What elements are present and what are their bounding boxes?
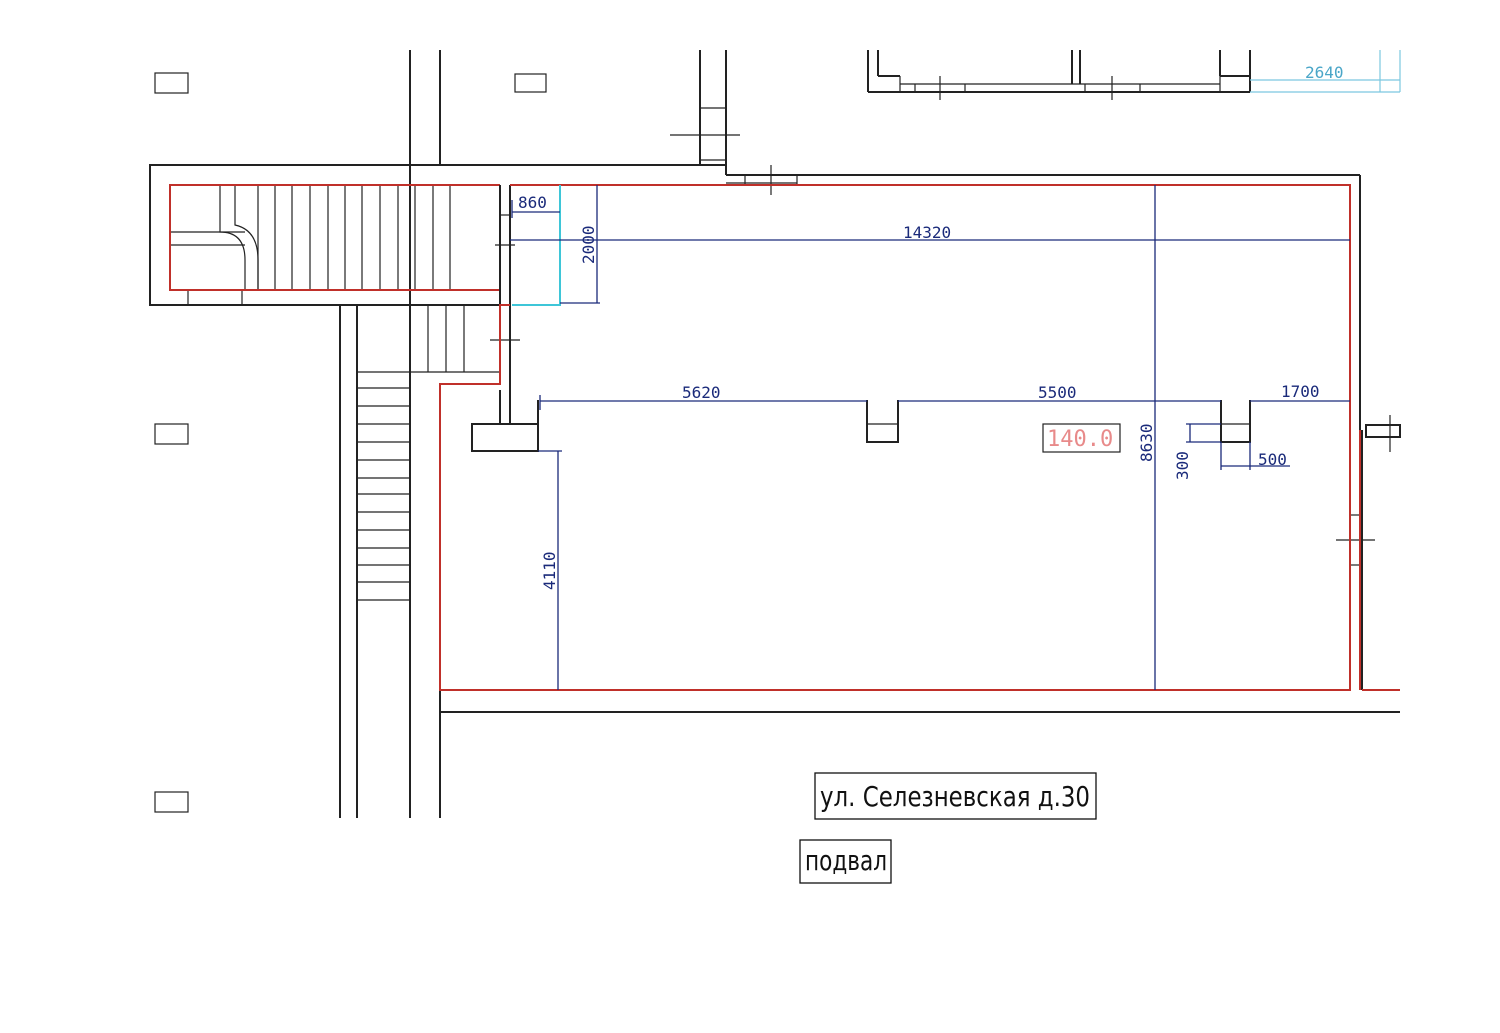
column-markers <box>154 72 547 813</box>
area-label-box <box>1042 423 1121 453</box>
dimension-8630: 8630 <box>1137 423 1156 462</box>
street-label: ул. Селезневская д.30 <box>820 780 1090 813</box>
street-label-box <box>814 772 1097 820</box>
highlight-outline <box>512 185 561 306</box>
dimension-300: 300 <box>1173 451 1192 480</box>
floor-label-box <box>799 839 892 884</box>
room-outline <box>439 184 1351 691</box>
floor-label: подвал <box>805 844 887 877</box>
column-marker <box>154 72 189 94</box>
dimensions: 860 2000 14320 5620 5500 1700 8630 300 5… <box>510 185 1350 690</box>
dimension-14320: 14320 <box>903 223 951 242</box>
stair-block <box>149 164 1361 818</box>
dimension-2640: 2640 <box>1305 63 1344 82</box>
dimension-500: 500 <box>1258 450 1287 469</box>
upper-walls: 2640 <box>409 50 1401 175</box>
column-marker <box>154 423 189 445</box>
dimension-860: 860 <box>518 193 547 212</box>
column-marker <box>514 73 547 93</box>
area-label: 140.0 <box>1047 427 1113 452</box>
dimension-2000: 2000 <box>579 225 598 264</box>
column-marker <box>154 791 189 813</box>
main-room <box>439 165 1401 818</box>
dimension-1700: 1700 <box>1281 382 1320 401</box>
dimension-4110: 4110 <box>540 551 559 590</box>
dimension-5620: 5620 <box>682 383 721 402</box>
dimension-5500: 5500 <box>1038 383 1077 402</box>
